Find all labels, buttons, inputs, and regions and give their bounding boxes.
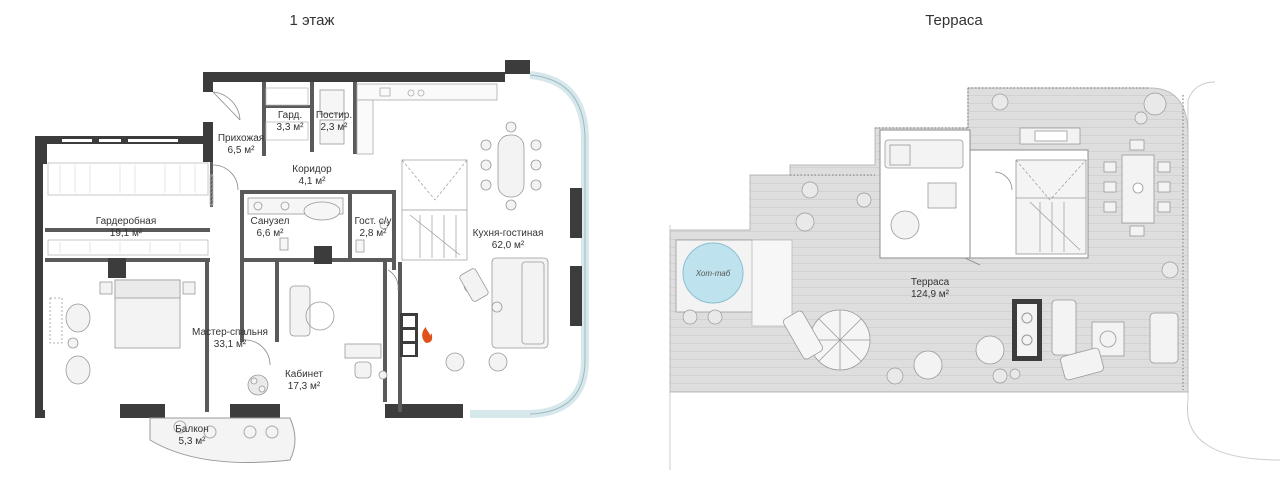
plant-icon xyxy=(247,374,269,396)
room-name: Кабинет xyxy=(285,368,323,380)
sofa-icon xyxy=(884,139,964,240)
planter-block xyxy=(1012,299,1042,361)
kitchen-counter xyxy=(356,83,498,155)
interior-walls xyxy=(45,82,402,412)
bed-icon xyxy=(49,279,335,385)
lounge-chairs xyxy=(913,299,1179,381)
room-area: 17,3 м² xyxy=(288,381,321,392)
sofa-icon xyxy=(445,257,549,372)
glass-facade xyxy=(470,71,589,418)
room-area: 19,1 м² xyxy=(110,228,143,239)
room-area: 124,9 м² xyxy=(911,289,950,300)
room-area: 3,3 м² xyxy=(277,122,305,133)
room-name: Постир. xyxy=(316,110,352,121)
room-name: Балкон xyxy=(175,424,209,435)
hot-tub-label: Хот-таб xyxy=(695,269,731,278)
study-desk xyxy=(247,343,388,396)
room-name: Мастер-спальня xyxy=(192,327,268,338)
table-icon xyxy=(480,121,542,211)
room-area: 6,5 м² xyxy=(228,145,256,156)
terrace-plan: Хот-таб xyxy=(669,81,1280,470)
table-icon xyxy=(1103,139,1171,237)
balcony xyxy=(149,417,296,463)
room-name: Гардеробная xyxy=(96,215,157,227)
doors xyxy=(212,91,399,366)
fireplace-icon xyxy=(400,313,434,357)
hot-tub-icon: Хот-таб xyxy=(675,239,793,327)
floor-title: 1 этаж xyxy=(289,12,335,29)
stair-icon xyxy=(401,159,468,261)
wardrobe-shelves xyxy=(47,87,309,256)
room-area: 33,1 м² xyxy=(214,339,247,350)
terrace-structures xyxy=(879,129,1089,266)
bathroom-fixtures xyxy=(247,89,389,253)
umbrella-icon xyxy=(783,309,871,371)
room-name: Терраса xyxy=(911,277,950,288)
terrace-title: Терраса xyxy=(925,12,983,29)
room-name: Гард. xyxy=(278,110,302,121)
room-name: Коридор xyxy=(292,164,332,175)
room-area: 2,3 м² xyxy=(321,122,349,133)
room-name: Санузел xyxy=(251,216,290,227)
room-name: Гост. с/у xyxy=(354,216,391,227)
room-name: Кухня-гостиная xyxy=(473,228,544,239)
room-area: 5,3 м² xyxy=(179,436,207,447)
room-area: 62,0 м² xyxy=(492,240,525,251)
room-name: Прихожая xyxy=(218,133,264,144)
room-area: 4,1 м² xyxy=(299,176,327,187)
stair-icon xyxy=(1015,159,1087,252)
room-area: 6,6 м² xyxy=(257,228,285,239)
outer-walls xyxy=(35,60,582,418)
room-area: 2,8 м² xyxy=(360,228,388,239)
bathtub-icon xyxy=(303,201,341,221)
grill xyxy=(1019,127,1081,145)
plant-icon xyxy=(682,92,1179,385)
